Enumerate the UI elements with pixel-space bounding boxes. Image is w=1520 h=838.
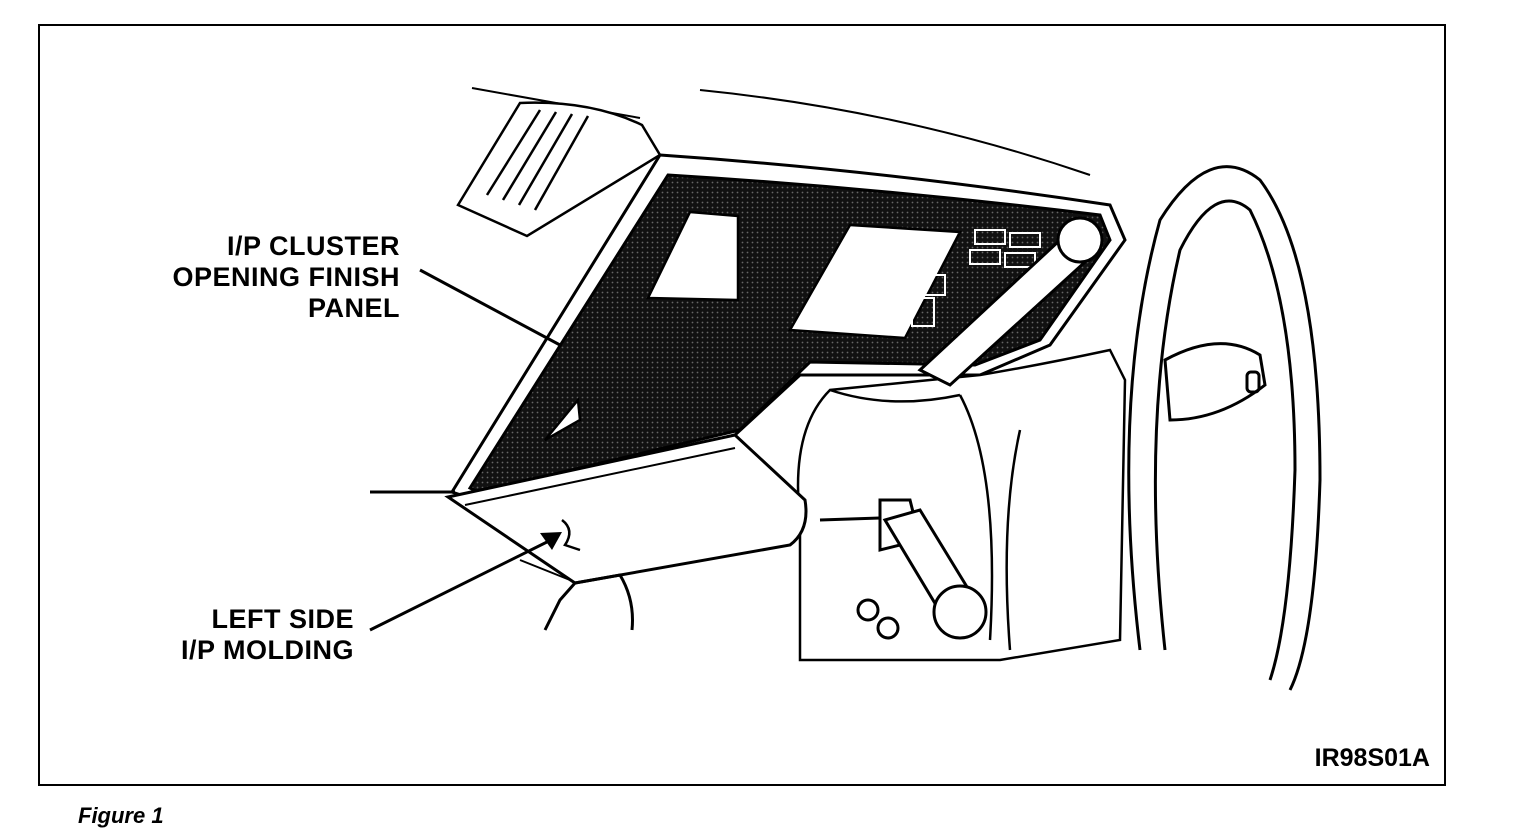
leader-lines	[369, 268, 561, 632]
callout-line: OPENING FINISH	[172, 262, 400, 292]
figure-caption: Figure 1	[78, 803, 164, 828]
callout-cluster-finish-panel: I/P CLUSTER OPENING FINISH PANEL	[100, 231, 400, 324]
callout-left-side-molding: LEFT SIDE I/P MOLDING	[100, 604, 354, 666]
switch-bank	[911, 229, 1041, 327]
drawing-id: IR98S01A	[1314, 744, 1430, 772]
steering-wheel	[1127, 165, 1322, 691]
wiper-stalk	[917, 216, 1104, 387]
gauge-openings	[544, 210, 962, 442]
callout-line: PANEL	[307, 293, 400, 323]
callout-line: LEFT SIDE	[211, 604, 354, 634]
turn-signal-stalk	[819, 498, 988, 640]
molding-clip	[561, 519, 581, 552]
molding-arrowhead	[540, 532, 562, 550]
steering-column-shroud	[796, 348, 1127, 662]
defroster-vent	[456, 101, 662, 238]
callout-line: I/P MOLDING	[180, 635, 354, 665]
callout-line: I/P CLUSTER	[226, 231, 400, 261]
